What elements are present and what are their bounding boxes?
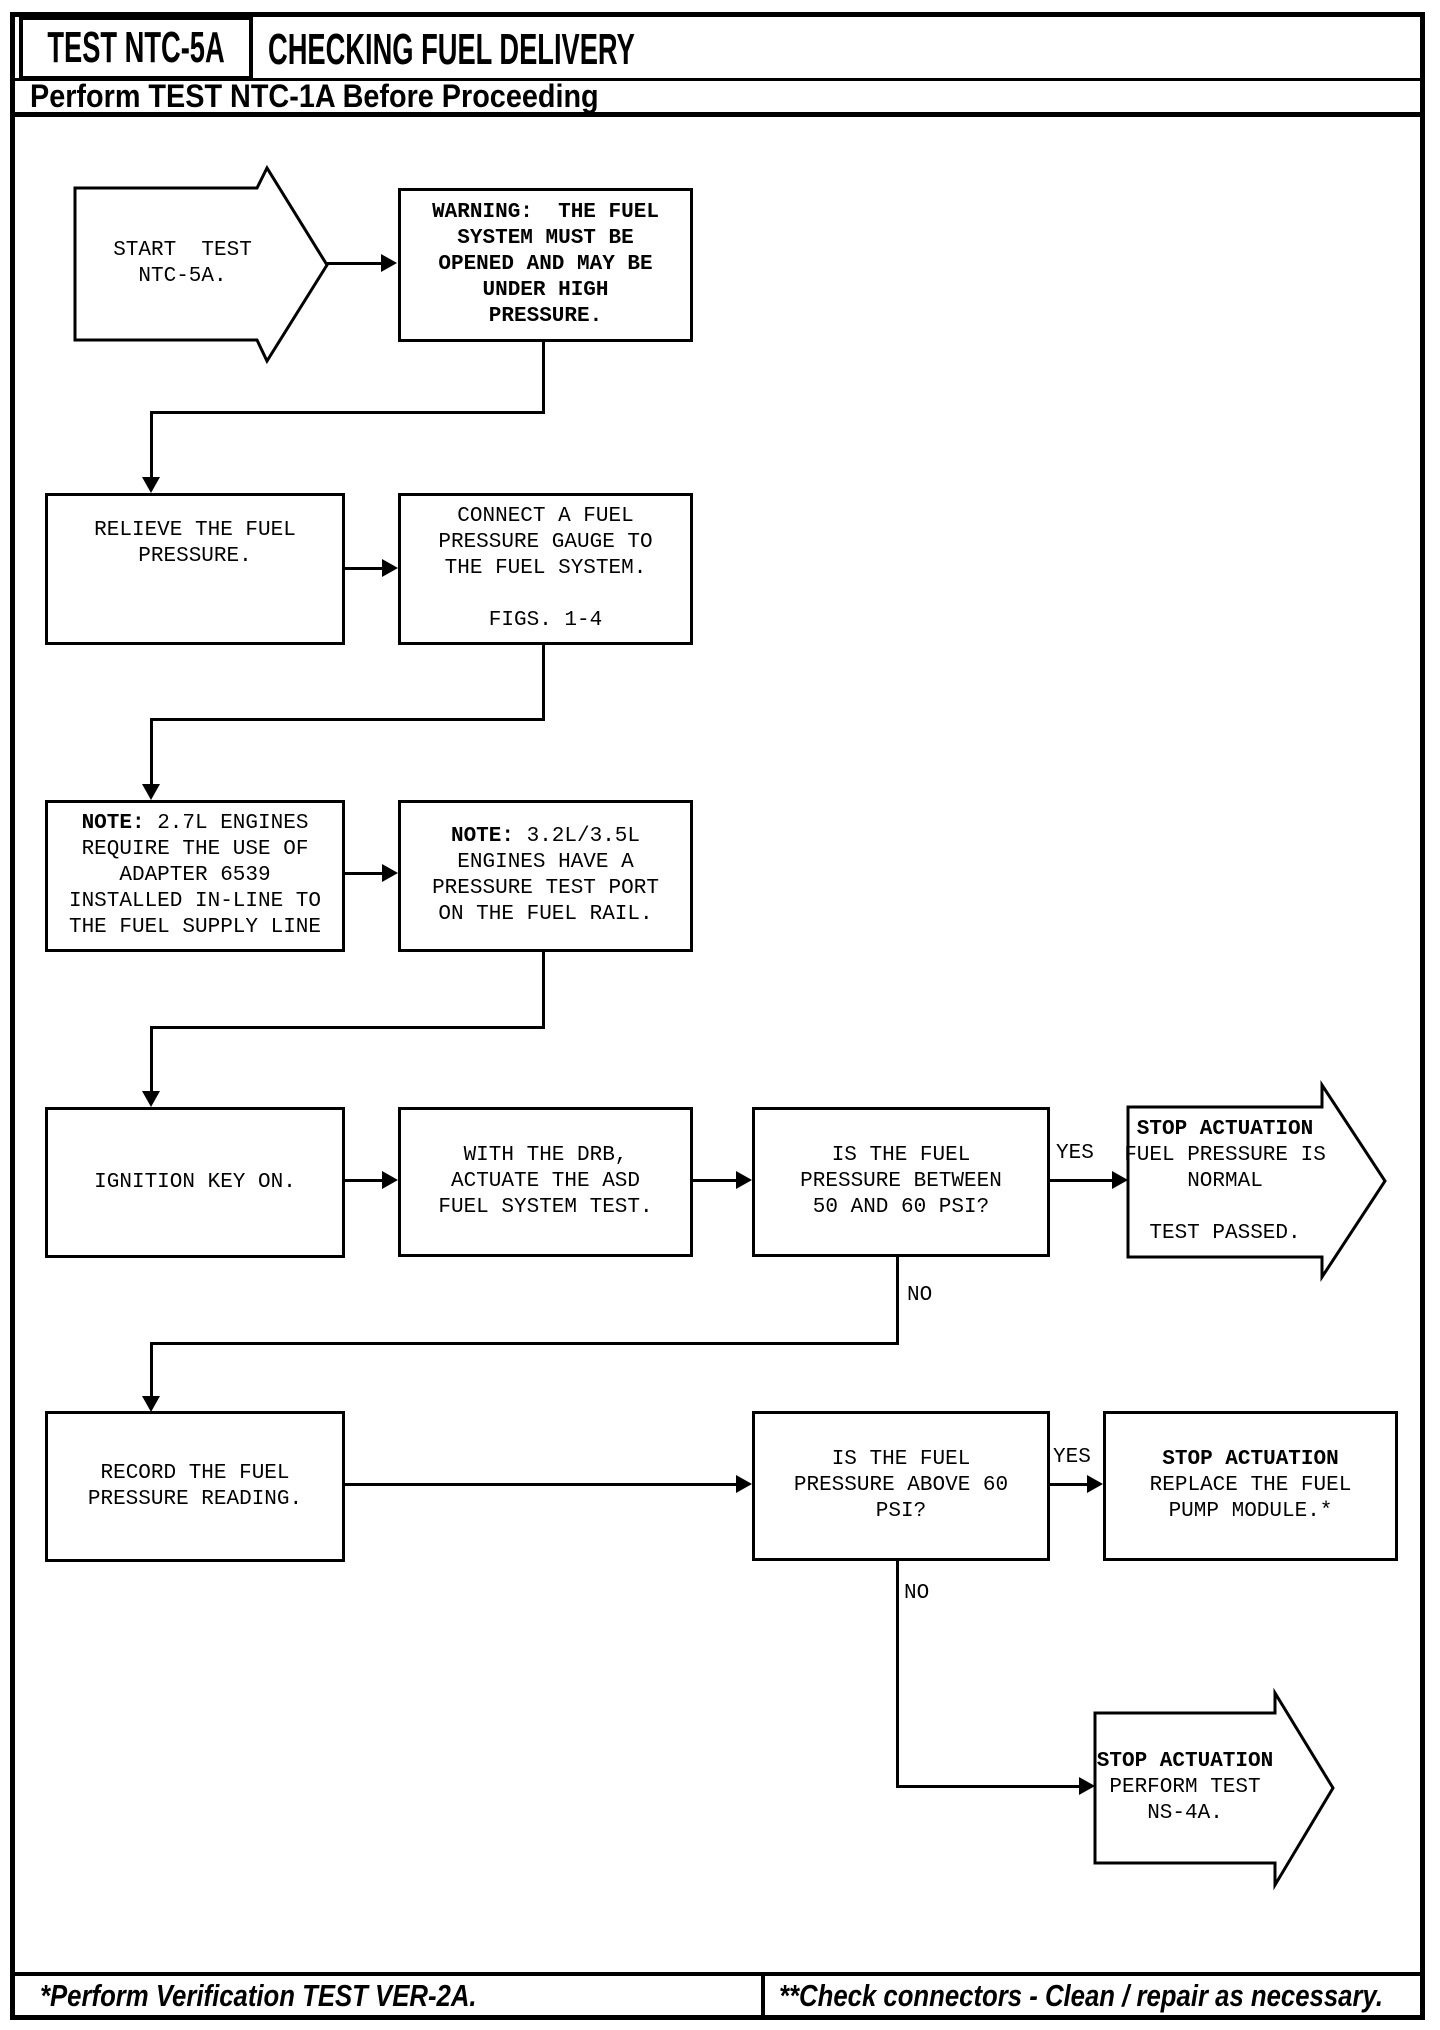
footer-right-note: **Check connectors - Clean / repair as n…: [779, 1978, 1383, 2013]
connector-line: [345, 872, 385, 875]
ns4a-arrow-shape: [1093, 1687, 1335, 1891]
footer-divider: [761, 1972, 765, 2016]
test-id: TEST NTC-5A: [47, 23, 225, 72]
no-label: NO: [907, 1284, 933, 1307]
connector-line: [693, 1179, 738, 1182]
header-test-id-box: TEST NTC-5A: [19, 16, 253, 80]
header-divider: [15, 78, 1420, 81]
relieve-pressure-box: RELIEVE THE FUEL PRESSURE.: [45, 493, 345, 645]
note-27l-box: NOTE: 2.7L ENGINES REQUIRE THE USE OF AD…: [45, 800, 345, 952]
connector-line: [150, 1342, 153, 1398]
arrowhead-right-icon: [382, 864, 398, 882]
connector-line: [1050, 1483, 1092, 1486]
footer-left-note: *Perform Verification TEST VER-2A.: [40, 1978, 477, 2013]
arrowhead-down-icon: [142, 477, 160, 493]
arrowhead-right-icon: [1112, 1171, 1128, 1189]
arrowhead-down-icon: [142, 784, 160, 800]
connector-line: [345, 1179, 385, 1182]
arrowhead-right-icon: [1087, 1475, 1103, 1493]
start-arrow-shape: [73, 164, 329, 365]
ignition-key-box: IGNITION KEY ON.: [45, 1107, 345, 1258]
ns4a-label: STOP ACTUATION PERFORM TEST NS-4A.: [1096, 1750, 1274, 1825]
yes-label: YES: [1056, 1142, 1094, 1165]
arrowhead-right-icon: [736, 1475, 752, 1493]
warning-box: WARNING: THE FUEL SYSTEM MUST BE OPENED …: [398, 188, 693, 342]
arrowhead-down-icon: [142, 1396, 160, 1412]
connector-line: [542, 952, 545, 1028]
footer-top-rule: [15, 1972, 1420, 1976]
connector-line: [327, 262, 383, 265]
connector-line: [150, 718, 153, 785]
page-title: CHECKING FUEL DELIVERY: [268, 25, 635, 74]
connector-line: [542, 342, 545, 413]
page-subtitle: Perform TEST NTC-1A Before Proceeding: [30, 77, 599, 114]
arrowhead-right-icon: [736, 1171, 752, 1189]
connector-line: [150, 1026, 153, 1092]
yes-label: YES: [1053, 1446, 1091, 1469]
page-border: [10, 12, 1425, 2020]
connect-gauge-box: CONNECT A FUEL PRESSURE GAUGE TO THE FUE…: [398, 493, 693, 645]
connector-line: [542, 645, 545, 720]
no-label: NO: [904, 1582, 930, 1605]
connector-line: [150, 718, 545, 721]
note-32l-box: NOTE: 3.2L/3.5L ENGINES HAVE A PRESSURE …: [398, 800, 693, 952]
connector-line: [896, 1257, 899, 1345]
subtitle-divider: [15, 112, 1420, 117]
test-passed-arrow-shape: [1126, 1079, 1387, 1283]
drb-actuate-box: WITH THE DRB, ACTUATE THE ASD FUEL SYSTE…: [398, 1107, 693, 1257]
decision-pressure-between-box: IS THE FUEL PRESSURE BETWEEN 50 AND 60 P…: [752, 1107, 1050, 1257]
arrowhead-right-icon: [382, 559, 398, 577]
test-passed-label: STOP ACTUATION FUEL PRESSURE IS NORMAL T…: [1124, 1118, 1326, 1245]
connector-line: [150, 1342, 899, 1345]
replace-pump-box: STOP ACTUATION REPLACE THE FUEL PUMP MOD…: [1103, 1411, 1398, 1561]
start-label: START TEST NTC-5A.: [113, 239, 252, 288]
connector-line: [896, 1785, 1082, 1788]
arrowhead-down-icon: [142, 1091, 160, 1107]
connector-line: [150, 1026, 545, 1029]
connector-line: [1050, 1179, 1115, 1182]
connector-line: [345, 567, 385, 570]
decision-pressure-above-box: IS THE FUEL PRESSURE ABOVE 60 PSI?: [752, 1411, 1050, 1561]
connector-line: [150, 411, 545, 414]
record-reading-box: RECORD THE FUEL PRESSURE READING.: [45, 1411, 345, 1562]
arrowhead-right-icon: [381, 254, 397, 272]
arrowhead-right-icon: [1079, 1777, 1095, 1795]
connector-line: [896, 1561, 899, 1788]
connector-line: [345, 1483, 738, 1486]
connector-line: [150, 411, 153, 479]
arrowhead-right-icon: [382, 1171, 398, 1189]
